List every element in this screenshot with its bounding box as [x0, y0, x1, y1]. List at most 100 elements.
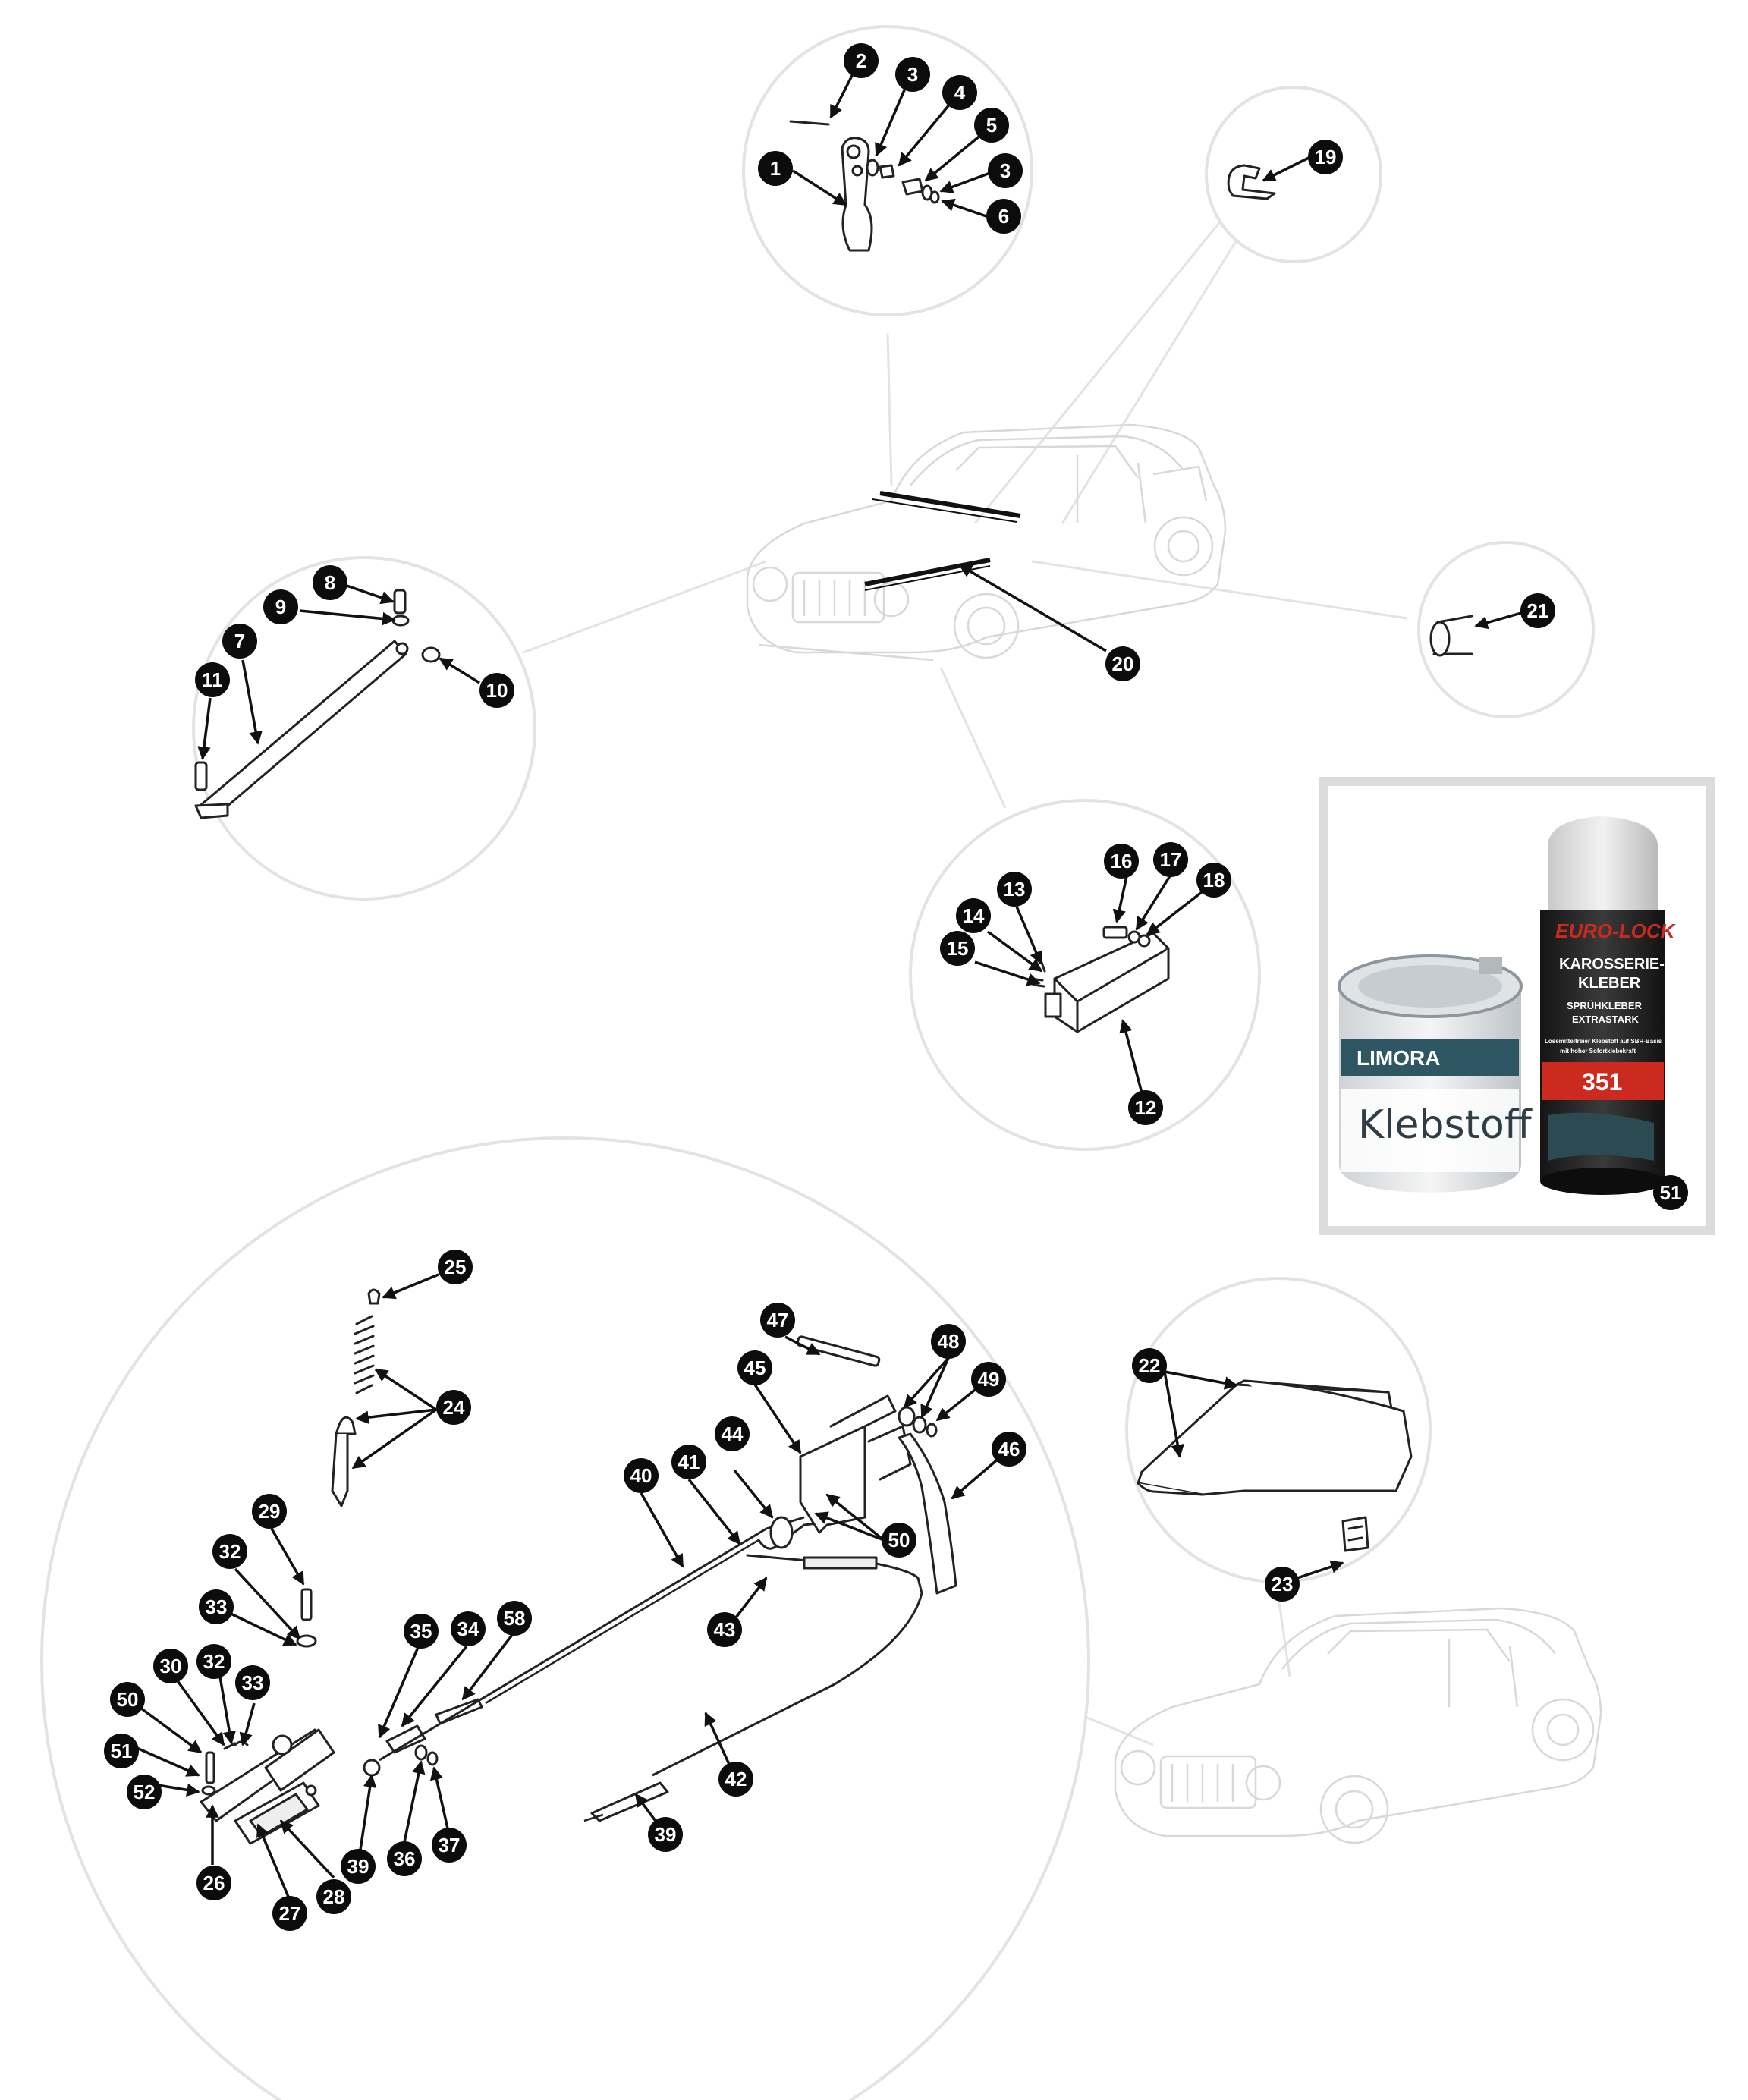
badge-20: 20 — [1105, 646, 1140, 681]
svg-text:51: 51 — [1660, 1181, 1682, 1204]
svg-text:3: 3 — [907, 63, 918, 86]
svg-text:19: 19 — [1315, 146, 1337, 168]
svg-text:22: 22 — [1139, 1354, 1161, 1377]
badge-19: 19 — [1308, 140, 1343, 174]
spray-can: EURO-LOCK KAROSSERIE- KLEBER SPRÜHKLEBER… — [1540, 816, 1677, 1195]
badge-50a: 50 — [110, 1682, 145, 1717]
badge-16: 16 — [1104, 844, 1139, 879]
svg-text:37: 37 — [439, 1834, 461, 1856]
car-illustration-bottom — [1114, 1607, 1602, 1844]
svg-text:40: 40 — [630, 1464, 652, 1487]
adhesive-can: LIMORA Klebstoff — [1338, 954, 1533, 1193]
svg-text:29: 29 — [259, 1500, 281, 1523]
guide-lines — [523, 219, 1408, 1746]
badge-49: 49 — [971, 1362, 1006, 1397]
badge-3a: 3 — [895, 57, 930, 92]
hood-seal-strips — [864, 491, 1021, 591]
hood-stay — [194, 589, 441, 819]
badge-21: 21 — [1520, 593, 1555, 628]
svg-text:43: 43 — [714, 1618, 736, 1641]
svg-text:28: 28 — [323, 1885, 345, 1908]
svg-text:12: 12 — [1135, 1096, 1157, 1119]
can-label: Klebstoff — [1358, 1102, 1533, 1148]
badge-13: 13 — [997, 872, 1032, 907]
svg-text:6: 6 — [998, 205, 1009, 228]
adhesive-products-panel: LIMORA Klebstoff EURO-LOCK KAROSSERIE- K… — [1319, 777, 1715, 1235]
svg-text:35: 35 — [410, 1620, 432, 1643]
svg-text:33: 33 — [242, 1671, 264, 1694]
badge-58: 58 — [497, 1601, 532, 1636]
svg-text:25: 25 — [445, 1256, 467, 1278]
badge-33b: 33 — [235, 1665, 270, 1700]
can-brand: LIMORA — [1357, 1046, 1440, 1070]
badge-46: 46 — [992, 1432, 1026, 1467]
badge-27: 27 — [272, 1896, 307, 1931]
badge-7: 7 — [222, 624, 257, 659]
svg-text:42: 42 — [725, 1768, 747, 1790]
svg-text:4: 4 — [954, 81, 966, 104]
badge-12: 12 — [1128, 1090, 1163, 1125]
svg-text:11: 11 — [202, 668, 223, 691]
spray-number: 351 — [1582, 1068, 1622, 1096]
badge-35: 35 — [404, 1614, 439, 1649]
badge-3b: 3 — [988, 153, 1023, 188]
svg-text:50: 50 — [117, 1688, 139, 1711]
badge-26: 26 — [196, 1866, 231, 1900]
badge-8: 8 — [313, 565, 347, 600]
svg-text:36: 36 — [394, 1847, 416, 1870]
badge-11: 11 — [195, 662, 230, 697]
svg-text:15: 15 — [947, 937, 969, 960]
insulation-pads — [1137, 1379, 1413, 1552]
svg-text:46: 46 — [998, 1438, 1020, 1460]
svg-text:5: 5 — [986, 114, 997, 137]
svg-text:26: 26 — [203, 1872, 225, 1894]
svg-text:24: 24 — [443, 1396, 465, 1419]
svg-text:58: 58 — [504, 1607, 526, 1630]
svg-text:27: 27 — [279, 1902, 301, 1925]
hood-hinge-parts — [789, 120, 940, 252]
badge-4: 4 — [942, 75, 977, 110]
spray-title-2: KLEBER — [1578, 975, 1641, 992]
badge-24: 24 — [436, 1390, 471, 1425]
badge-18: 18 — [1196, 863, 1231, 898]
badge-42: 42 — [718, 1762, 753, 1797]
tube-21 — [1429, 615, 1473, 657]
badge-30: 30 — [153, 1649, 188, 1683]
spray-desc-2: mit hoher Sofortklebekraft — [1560, 1048, 1636, 1055]
svg-text:8: 8 — [325, 571, 335, 594]
badge-34: 34 — [451, 1611, 486, 1646]
part-number-badges: 1 2 3 4 5 3 6 19 20 21 8 9 7 10 11 13 14… — [104, 43, 1688, 1931]
badge-39b: 39 — [648, 1817, 683, 1852]
badge-23: 23 — [1265, 1567, 1300, 1602]
svg-text:34: 34 — [457, 1617, 479, 1640]
badge-52: 52 — [127, 1775, 162, 1809]
svg-text:33: 33 — [206, 1595, 228, 1618]
svg-text:49: 49 — [978, 1368, 1000, 1391]
svg-text:18: 18 — [1203, 869, 1225, 891]
svg-text:21: 21 — [1527, 599, 1549, 622]
badge-32b: 32 — [196, 1644, 231, 1679]
spray-subtitle-2: EXTRASTARK — [1572, 1014, 1639, 1025]
svg-text:50: 50 — [888, 1529, 910, 1551]
badge-44: 44 — [715, 1416, 750, 1451]
svg-text:39: 39 — [347, 1855, 369, 1878]
svg-text:32: 32 — [203, 1650, 225, 1673]
badge-37: 37 — [432, 1828, 467, 1863]
badge-5: 5 — [974, 108, 1009, 143]
badge-33a: 33 — [199, 1589, 234, 1624]
clip-19 — [1227, 164, 1276, 200]
svg-text:3: 3 — [1000, 159, 1011, 182]
svg-text:45: 45 — [744, 1357, 766, 1379]
svg-text:23: 23 — [1272, 1573, 1294, 1595]
svg-text:14: 14 — [963, 904, 985, 927]
badge-47: 47 — [760, 1303, 795, 1338]
badge-28: 28 — [316, 1879, 351, 1914]
svg-text:52: 52 — [134, 1781, 156, 1803]
badge-22: 22 — [1132, 1348, 1167, 1383]
badge-50b: 50 — [882, 1523, 916, 1558]
badge-17: 17 — [1153, 842, 1188, 877]
badge-41: 41 — [671, 1445, 706, 1479]
svg-text:13: 13 — [1004, 878, 1026, 901]
svg-text:48: 48 — [938, 1330, 960, 1353]
